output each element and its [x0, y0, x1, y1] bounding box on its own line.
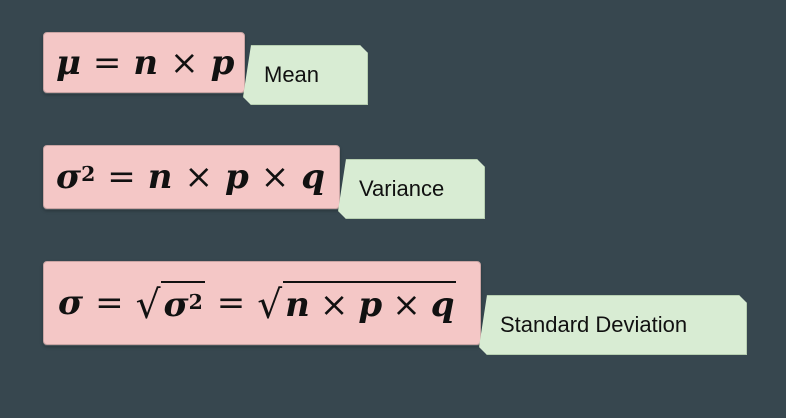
- sigma-symbol: σ: [58, 283, 84, 323]
- q-variable: q: [301, 157, 326, 197]
- times-sign: ×: [260, 157, 290, 197]
- p-variable: p: [358, 285, 383, 325]
- n-variable: n: [133, 42, 159, 83]
- mu-symbol: μ: [56, 42, 81, 83]
- mean-formula: μ = n × p: [43, 32, 245, 93]
- radical-icon: √: [135, 282, 161, 328]
- exponent-2: 2: [188, 289, 203, 314]
- square-root-sigma-squared: √ σ2: [136, 281, 205, 325]
- variance-formula: σ2 = n × p × q: [43, 145, 340, 209]
- equals-sign: =: [92, 42, 122, 83]
- equals-sign: =: [95, 283, 124, 323]
- variance-label: Variance: [338, 159, 485, 219]
- n-variable: n: [285, 285, 310, 325]
- standard-deviation-label: Standard Deviation: [479, 295, 747, 355]
- times-sign: ×: [319, 285, 349, 325]
- times-sign: ×: [184, 157, 214, 197]
- sigma-symbol: σ2: [56, 157, 96, 197]
- exponent-2: 2: [81, 161, 96, 186]
- standard-deviation-formula: σ = √ σ2 = √ n × p × q: [43, 261, 481, 345]
- square-root-npq: √ n × p × q: [257, 281, 457, 328]
- p-variable: p: [225, 157, 249, 197]
- n-variable: n: [147, 157, 173, 197]
- sigma-symbol: σ: [163, 285, 189, 325]
- p-variable: p: [210, 42, 235, 83]
- times-sign: ×: [170, 42, 199, 83]
- q-variable: q: [430, 285, 455, 325]
- equals-sign: =: [107, 157, 136, 197]
- times-sign: ×: [392, 285, 421, 325]
- radical-icon: √: [257, 282, 283, 328]
- mean-label: Mean: [243, 45, 368, 105]
- equals-sign: =: [216, 283, 246, 323]
